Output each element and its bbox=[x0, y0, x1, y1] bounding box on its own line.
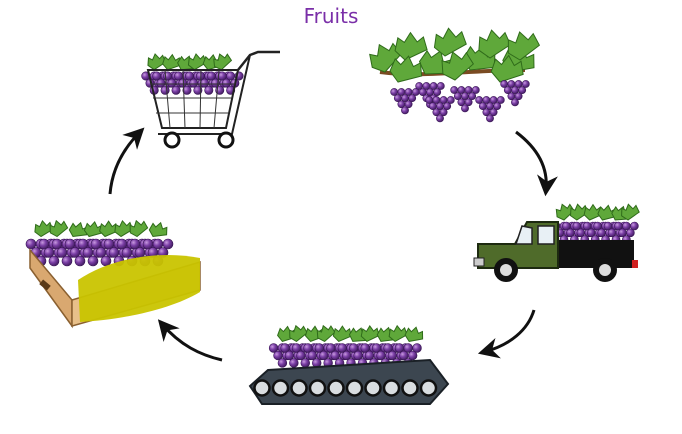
grape-berry bbox=[289, 358, 299, 368]
leaf-shape bbox=[316, 324, 336, 342]
grape-berry bbox=[401, 106, 409, 115]
grape-berry bbox=[468, 92, 477, 101]
grape-berry bbox=[464, 98, 473, 107]
arrow-harvest-to-transport bbox=[515, 130, 558, 197]
grape-berry bbox=[171, 85, 181, 95]
roller bbox=[253, 379, 271, 397]
leaf-shape bbox=[490, 54, 524, 83]
leaf-shape bbox=[389, 55, 423, 83]
grape-berry bbox=[74, 255, 86, 267]
leaf-shape bbox=[433, 27, 467, 57]
grape-berry bbox=[514, 92, 523, 101]
grape-berry bbox=[300, 358, 310, 368]
roller bbox=[271, 379, 290, 397]
grape-berry bbox=[436, 82, 445, 90]
grape-berry bbox=[277, 358, 288, 368]
grape-berry bbox=[486, 114, 494, 123]
grape-berry bbox=[436, 114, 444, 123]
grape-berry bbox=[408, 94, 417, 103]
grape-berry bbox=[630, 221, 639, 231]
grape-berry bbox=[521, 80, 530, 88]
grape-berry bbox=[496, 96, 505, 104]
grape-berry bbox=[407, 350, 418, 361]
roller bbox=[290, 379, 308, 397]
crate-icon bbox=[25, 219, 201, 329]
grape-berry bbox=[433, 88, 442, 97]
grape-berry bbox=[61, 255, 73, 267]
grape-berry bbox=[87, 255, 99, 267]
grape-berry bbox=[160, 85, 170, 95]
roller bbox=[419, 379, 438, 397]
grape-berry bbox=[518, 86, 527, 95]
leaf-shape bbox=[129, 219, 149, 238]
grapevine-icon bbox=[369, 27, 541, 123]
roller bbox=[327, 379, 345, 397]
cycle-arrows bbox=[108, 127, 558, 362]
leaf-shape bbox=[332, 325, 352, 342]
grape-berry bbox=[443, 102, 452, 111]
grape-berry bbox=[404, 100, 413, 109]
grape-berry bbox=[48, 255, 60, 267]
arrow-packaging-to-retail bbox=[108, 127, 145, 195]
leaf-shape bbox=[213, 53, 233, 71]
grape-berry bbox=[412, 343, 422, 353]
roller bbox=[308, 379, 327, 397]
vine-grape-bunches bbox=[390, 80, 530, 123]
grape-berry bbox=[446, 96, 455, 104]
roller bbox=[345, 379, 364, 397]
grape-berry bbox=[489, 108, 498, 117]
arrow-processing-to-packaging bbox=[157, 319, 223, 362]
diagram-title: Fruits bbox=[303, 4, 359, 28]
leaf-shape bbox=[49, 219, 69, 238]
leaf-shape bbox=[404, 326, 424, 342]
roller bbox=[382, 379, 401, 397]
grape-berry bbox=[511, 98, 519, 107]
grape-berry bbox=[493, 102, 502, 111]
grape-berry bbox=[626, 228, 635, 238]
leaf-shape bbox=[507, 31, 541, 61]
shopping-cart-icon bbox=[141, 50, 280, 149]
vine-leaves bbox=[369, 27, 541, 83]
belt-grapes bbox=[268, 324, 424, 368]
grape-berry bbox=[461, 104, 469, 113]
grape-berry bbox=[100, 255, 112, 267]
truck-grapes bbox=[551, 203, 640, 244]
leaf-shape bbox=[394, 31, 428, 61]
arrow-transport-to-processing bbox=[477, 309, 536, 359]
leaf-shape bbox=[148, 221, 168, 238]
grape-berry bbox=[193, 85, 203, 95]
pickup-truck-icon bbox=[473, 203, 640, 282]
conveyor-belt-icon bbox=[248, 324, 450, 405]
leaf-shape bbox=[289, 324, 308, 343]
cart-grapes bbox=[141, 53, 244, 95]
roller bbox=[364, 379, 382, 397]
grape-berry bbox=[162, 238, 174, 250]
leaf-shape bbox=[441, 51, 474, 81]
leaf-shape bbox=[621, 203, 640, 221]
belt-rollers bbox=[253, 379, 438, 397]
grape-berry bbox=[439, 108, 448, 117]
grape-berry bbox=[471, 86, 480, 94]
grape-berry bbox=[182, 85, 192, 95]
roller bbox=[401, 379, 419, 397]
grape-berry bbox=[204, 85, 214, 95]
